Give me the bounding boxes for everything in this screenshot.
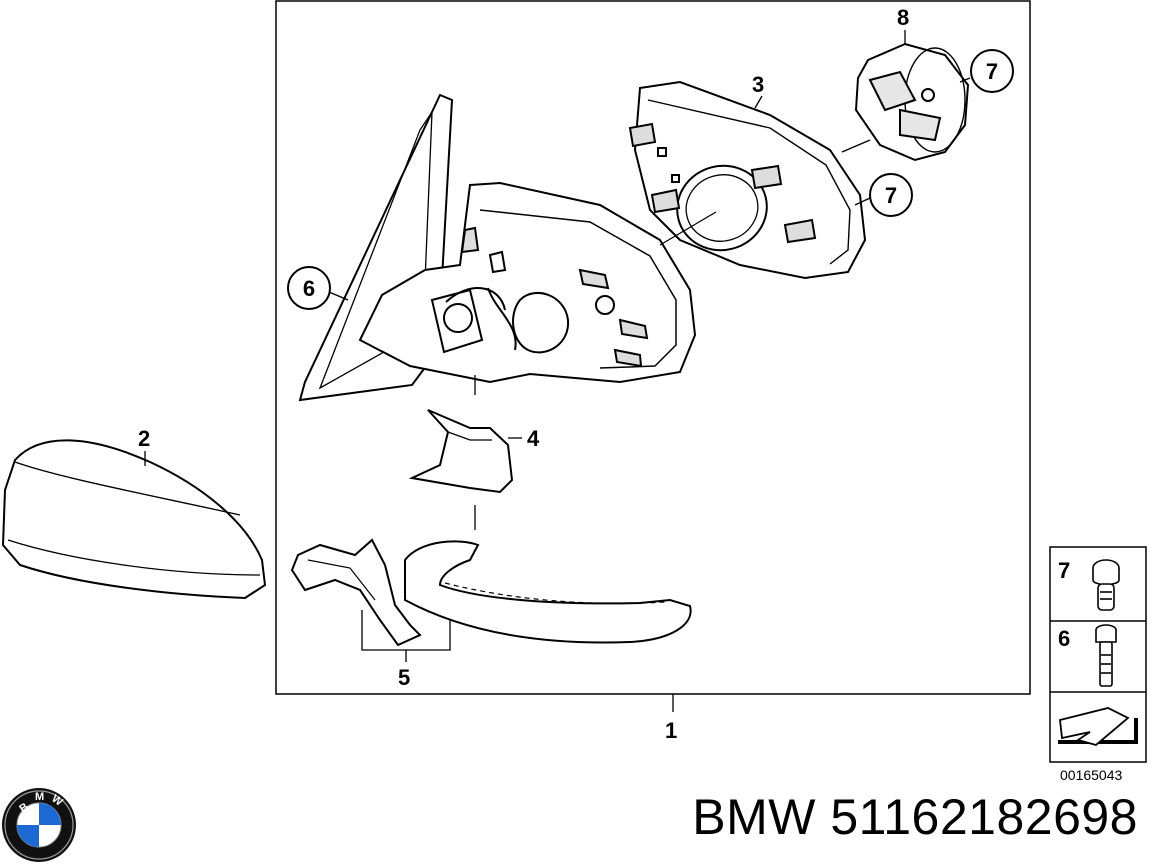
backing-plate-part bbox=[628, 80, 867, 280]
callout-3: 3 bbox=[752, 72, 764, 97]
callout-5: 5 bbox=[398, 665, 410, 690]
callout-7a: 7 bbox=[986, 59, 998, 84]
bmw-logo: B M W bbox=[2, 788, 76, 862]
arrow-indicator-icon bbox=[1058, 707, 1138, 746]
bracket-part-4 bbox=[408, 409, 514, 494]
screw-7-icon bbox=[1092, 559, 1120, 611]
leader-line-motor-plate bbox=[841, 139, 871, 153]
callout-circle-6 bbox=[287, 266, 331, 310]
part-number: BMW 51162182698 bbox=[692, 789, 1138, 845]
callout-8: 8 bbox=[897, 5, 909, 30]
callout-circle-7b bbox=[869, 173, 913, 217]
legend-label-7: 7 bbox=[1058, 558, 1070, 583]
callout-7b: 7 bbox=[885, 183, 897, 208]
legend-label-6: 6 bbox=[1058, 626, 1070, 651]
fastener-legend: 7 6 00165043 bbox=[1049, 546, 1147, 783]
svg-text:M: M bbox=[35, 791, 44, 803]
screw-6-icon bbox=[1095, 624, 1117, 687]
callout-2: 2 bbox=[138, 426, 150, 451]
leader-line-7b bbox=[854, 197, 871, 206]
leader-line-plate-glass bbox=[659, 211, 717, 246]
callout-6: 6 bbox=[303, 276, 315, 301]
mirror-cap-part bbox=[1, 439, 267, 600]
leader-line-3 bbox=[754, 95, 763, 109]
callout-4: 4 bbox=[527, 426, 540, 451]
leader-line-7a bbox=[959, 77, 971, 83]
assembly-frame bbox=[275, 0, 1031, 695]
mirror-housing-part bbox=[358, 181, 697, 384]
lower-trim-part bbox=[290, 538, 692, 647]
actuator-motor-part bbox=[854, 42, 970, 162]
callout-1: 1 bbox=[665, 718, 677, 743]
figure-code: 00165043 bbox=[1060, 767, 1123, 783]
callout-circle-7a bbox=[970, 49, 1014, 93]
leader-line-6 bbox=[328, 291, 349, 301]
